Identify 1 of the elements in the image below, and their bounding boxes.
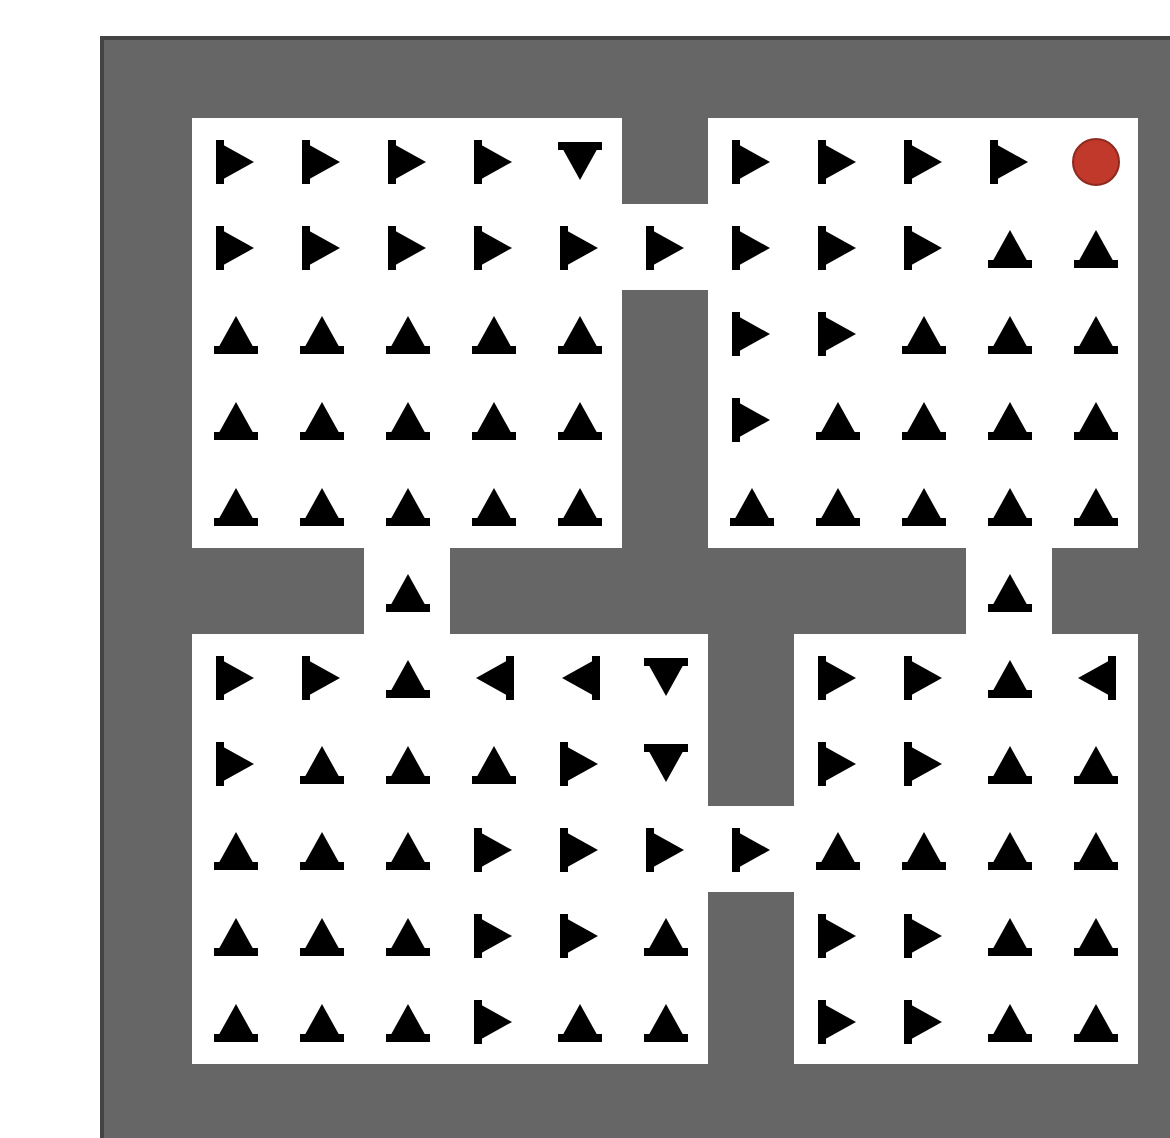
goal-dot <box>1071 137 1119 185</box>
